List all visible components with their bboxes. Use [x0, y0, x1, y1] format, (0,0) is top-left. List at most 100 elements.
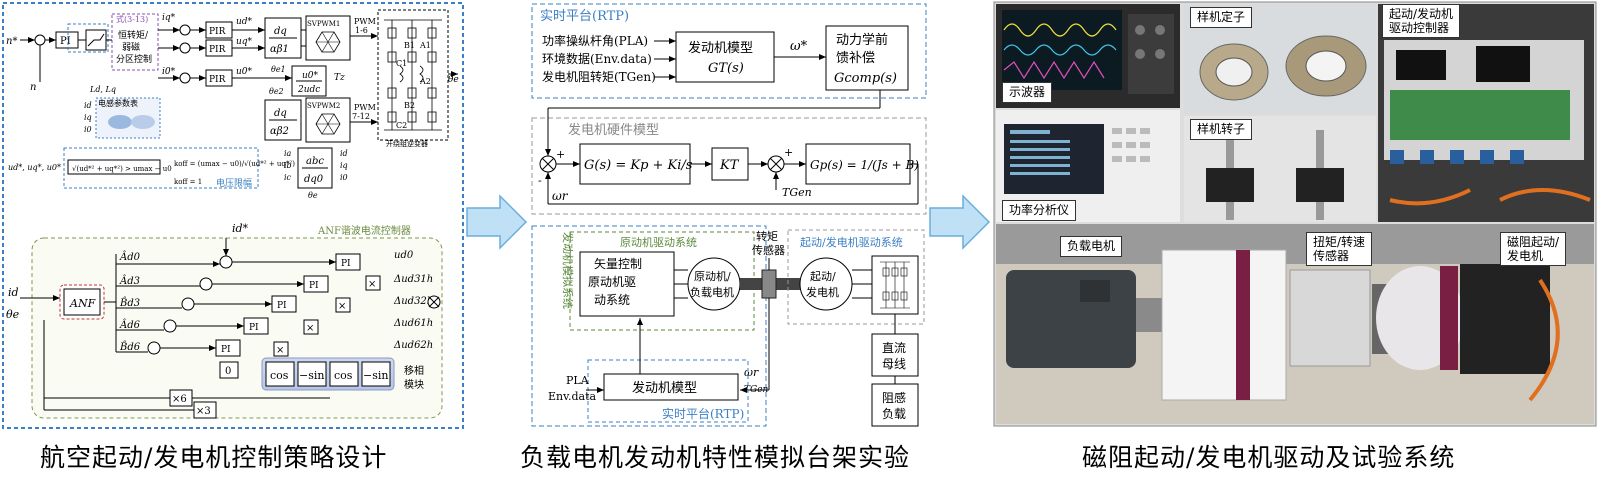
sg-1: 起动/ — [810, 270, 836, 283]
inverter-switches — [384, 19, 442, 131]
svg-text:×: × — [368, 279, 376, 290]
uvector-label: ud*, uq*, u0* — [8, 163, 61, 172]
input-tgen: 发电机阻转矩(TGen) — [542, 69, 656, 84]
shift-sin2: −sin — [363, 369, 388, 382]
label-controller-line2: 驱动控制器 — [1389, 21, 1450, 35]
omega-star: ω* — [790, 39, 808, 54]
svg-text:koff = 1: koff = 1 — [174, 178, 202, 186]
anf-title: ANF谐波电流控制器 — [317, 224, 411, 237]
engine-model-2: 发动机模型 — [632, 380, 697, 396]
coef-bd3: B̂d3 — [119, 297, 140, 309]
shift-label-2: 模块 — [404, 379, 424, 391]
dc-bus-2: 母线 — [882, 357, 906, 371]
ib: ib — [284, 161, 292, 170]
sg-drive-label: 起动/发电机驱动系统 — [800, 235, 903, 249]
pwm2-a: PWM — [354, 103, 376, 112]
u0-label: u0* — [236, 67, 253, 77]
phase-c2: C2 — [396, 121, 407, 130]
svg-text:koff = (umax − u0)/√(ud*² + uq: koff = (umax − u0)/√(ud*² + uq*²) — [174, 160, 295, 168]
caption-panel2: 负载电机发动机特性模拟台架实验 — [520, 443, 911, 472]
theta-e-out: θe — [448, 75, 459, 85]
label-torque-line1: 扭矩/转速 — [1313, 235, 1366, 249]
tz-label: Tz — [334, 73, 345, 83]
pwm1-b: 1-6 — [355, 26, 368, 35]
rtp-top-label: 实时平台(RTP) — [540, 9, 629, 24]
anf-id-ref: id* — [232, 222, 249, 235]
out-d32: Δud32h — [393, 296, 433, 307]
label-controller: 起动/发动机 驱动控制器 — [1382, 4, 1461, 38]
coef-ad3: Âd3 — [119, 275, 140, 287]
svpwm2: SVPWM2 — [307, 102, 340, 110]
prime-motor-2: 负载电机 — [690, 285, 734, 299]
dq-ab1-top: dq — [274, 26, 287, 37]
hw-model-label: 发电机硬件模型 — [568, 122, 659, 138]
u0-ratio-top: u0* — [302, 71, 319, 81]
iq-star: iq* — [162, 13, 176, 23]
zone-ctrl-3: 分区控制 — [116, 53, 152, 65]
engine-sim-label: 发动机模拟系统 — [561, 232, 575, 309]
times3-block: ×3 — [196, 406, 211, 417]
shift-cos2: cos — [334, 369, 353, 382]
svg-text:×: × — [338, 301, 346, 312]
prime-motor-1: 原动机/ — [694, 269, 731, 283]
shift-cos1: cos — [270, 369, 289, 382]
ud-label: ud* — [236, 17, 253, 27]
phase-c1: C1 — [396, 59, 407, 68]
ff-line2: 馈补偿 — [836, 51, 875, 66]
id-in: id — [84, 101, 92, 110]
id-out: id — [340, 149, 348, 158]
caption-panel3: 磁阻起动/发电机驱动及试验系统 — [1082, 443, 1456, 472]
label-load-motor: 负载电机 — [1060, 236, 1123, 257]
iq-out: iq — [340, 161, 348, 170]
ld-lq: Ld, Lq — [89, 85, 116, 94]
zone-ctrl-2: 弱磁 — [122, 41, 140, 53]
pir-2: PIR — [209, 45, 226, 55]
load-1: 阻感 — [882, 390, 906, 405]
dq-ab1-bot: αβ1 — [270, 44, 289, 55]
pi-anf-2: PI — [309, 281, 319, 291]
theta-e-abc: θe — [308, 191, 318, 200]
pwm1-a: PWM — [354, 17, 376, 26]
coef-bd6: B̂d6 — [119, 341, 141, 353]
theta-e2: θe2 — [269, 87, 284, 96]
omega-r-out: ωr — [744, 366, 759, 379]
svg-text:-: - — [538, 174, 542, 187]
phase-b1: B1 — [404, 41, 415, 50]
vector-ctrl-1: 矢量控制 — [594, 257, 642, 271]
zone-ctrl-1: 恒转矩/ — [118, 29, 149, 41]
anf-id-in: id — [8, 286, 19, 299]
svg-text:×: × — [276, 345, 284, 356]
torque-sensor-1: 转矩 — [756, 229, 778, 243]
coef-ad0: Âd0 — [119, 251, 141, 263]
abc-label: abc — [306, 156, 324, 167]
label-analyzer: 功率分析仪 — [1002, 200, 1077, 221]
n-ref-label: n* — [6, 36, 17, 47]
svpwm1: SVPWM1 — [307, 20, 340, 28]
tgen-input: TGen — [782, 186, 812, 199]
pir-1: PIR — [209, 27, 226, 37]
omega-r-fb: ωr — [552, 189, 569, 203]
caption-panel1: 航空起动/发电机控制策略设计 — [40, 443, 388, 472]
label-srg-line1: 磁阻起动/ — [1507, 235, 1560, 249]
pir-3: PIR — [209, 75, 226, 85]
load-2: 负载 — [882, 407, 906, 421]
times6-block: ×6 — [172, 394, 187, 405]
phase-a1: A1 — [419, 41, 431, 50]
ic: ic — [284, 173, 292, 182]
iq-in: iq — [84, 113, 92, 122]
inverter-label: 开绕组逆变器 — [386, 139, 428, 148]
pi-anf-5: PI — [221, 345, 231, 355]
label-controller-line1: 起动/发动机 — [1389, 7, 1454, 21]
i0-in: i0 — [84, 125, 92, 134]
uq-label: uq* — [236, 37, 253, 47]
gs-formula: G(s) = Kp + Ki/s — [584, 158, 693, 173]
out-ud0: ud0 — [394, 250, 414, 261]
svg-text:×: × — [306, 323, 314, 334]
n-label: n — [30, 82, 36, 93]
ia: ia — [284, 149, 292, 158]
anf-theta-in: θe — [6, 308, 20, 321]
label-rotor: 样机转子 — [1190, 119, 1253, 140]
panel-control-strategy: n* PI n 式(3-13) 恒转矩/ 弱磁 分区控制 iq* i0* PIR… — [2, 2, 464, 429]
torque-sensor-2: 传感器 — [752, 244, 785, 257]
pi-anf-1: PI — [341, 259, 351, 269]
